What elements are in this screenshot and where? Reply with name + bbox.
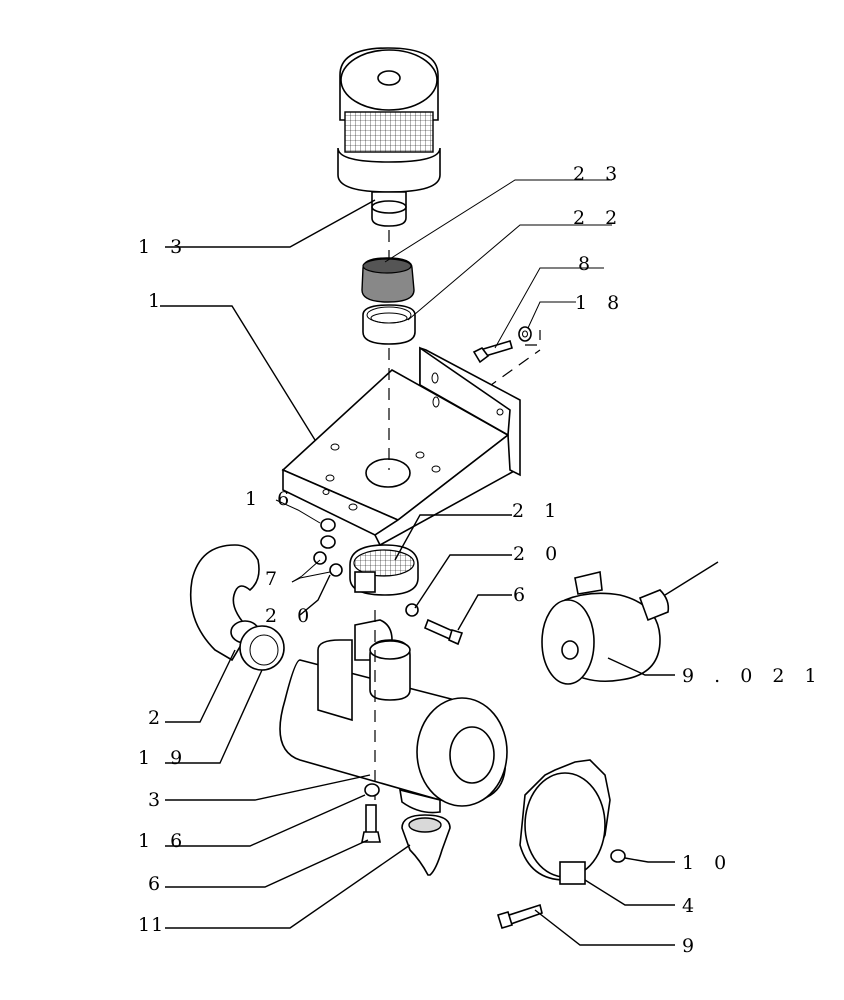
callout-23: 2 3	[573, 163, 624, 185]
ring-clamp-part-19	[239, 625, 285, 671]
callout-11: 11	[138, 914, 164, 936]
bolt-part-6-lower	[361, 804, 381, 843]
rubber-sleeve-part	[361, 257, 415, 303]
callout-6-upper: 6	[513, 584, 532, 606]
callout-16-upper: 1 6	[245, 488, 296, 510]
callout-18: 1 8	[575, 292, 626, 314]
callout-13: 1 3	[138, 236, 189, 258]
nut-part-16-lower	[364, 783, 380, 797]
callout-8: 8	[578, 253, 597, 275]
callout-22: 2 2	[573, 207, 624, 229]
callout-9: 9	[682, 935, 701, 957]
callout-6-lower: 6	[148, 873, 167, 895]
precleaner-cap-part	[337, 47, 441, 227]
bolt-part-8	[472, 340, 513, 364]
callout-19: 1 9	[138, 747, 189, 769]
callout-4: 4	[682, 895, 701, 917]
callout-9021: 9 . 0 2 1	[682, 665, 824, 687]
callout-20-right: 2 0	[513, 543, 564, 565]
nut-part-18	[518, 326, 532, 342]
band-clamp-part	[349, 544, 419, 596]
bolt-part-6-upper	[423, 618, 464, 646]
mounting-bracket-part	[281, 346, 521, 547]
bolt-part-9	[496, 903, 543, 929]
leader-lines	[160, 179, 675, 946]
callout-20-left: 2 0	[265, 605, 316, 627]
nut-part-16-top	[313, 518, 343, 577]
air-filter-housing-part	[279, 619, 508, 814]
callout-1: 1	[148, 290, 167, 312]
mounting-strap-part	[519, 759, 611, 885]
clamp-ring-part	[362, 304, 416, 345]
callout-16-lower: 1 6	[138, 830, 189, 852]
callout-2: 2	[148, 707, 167, 729]
nut-part-10	[610, 849, 626, 863]
elbow-hose-part	[189, 544, 260, 662]
callout-3: 3	[148, 789, 167, 811]
callout-7: 7	[265, 568, 284, 590]
callout-10: 1 0	[682, 852, 733, 874]
callout-21: 2 1	[512, 500, 563, 522]
secondary-cartridge-part	[541, 571, 670, 685]
drain-valve-part	[401, 814, 451, 876]
